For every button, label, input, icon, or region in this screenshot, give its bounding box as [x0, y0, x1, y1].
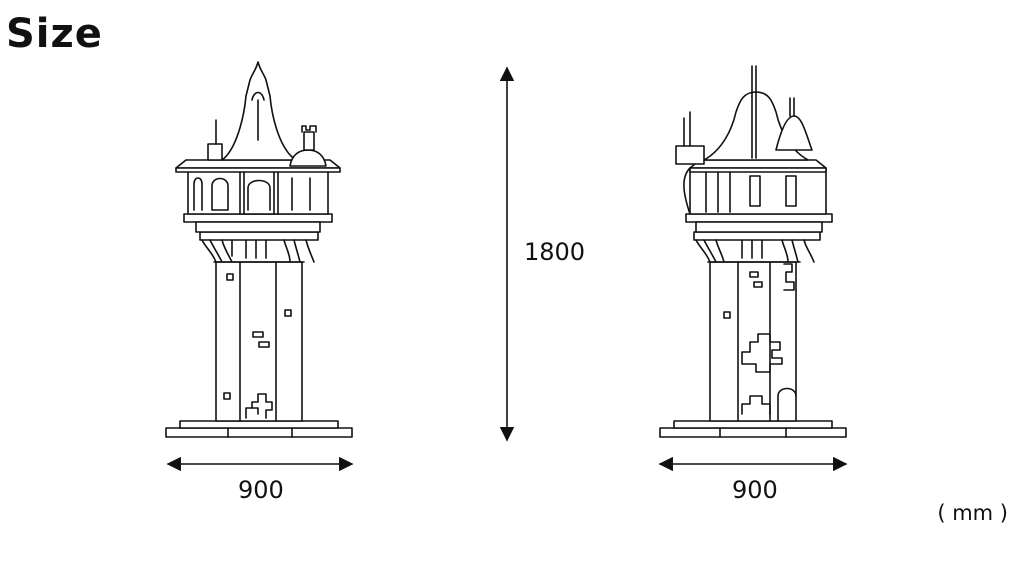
front-base-plate-bottom [165, 427, 353, 438]
page-title: Size [6, 11, 103, 57]
height-label: 1800 [524, 238, 586, 266]
front-main-spire [221, 61, 297, 161]
side-roof-brim [689, 159, 827, 169]
side-width-label: 900 [732, 476, 778, 504]
front-view-tower [165, 61, 353, 438]
front-width-label: 900 [238, 476, 284, 504]
side-upper-room [689, 167, 827, 215]
side-base-plate-top [673, 420, 833, 429]
unit-label: ( mm ) [937, 501, 1008, 525]
side-base-plate-bottom [659, 427, 847, 438]
side-view-tower [659, 65, 847, 438]
front-balcony [183, 213, 333, 223]
front-base-plate-top [179, 420, 339, 429]
side-balcony [685, 213, 833, 223]
